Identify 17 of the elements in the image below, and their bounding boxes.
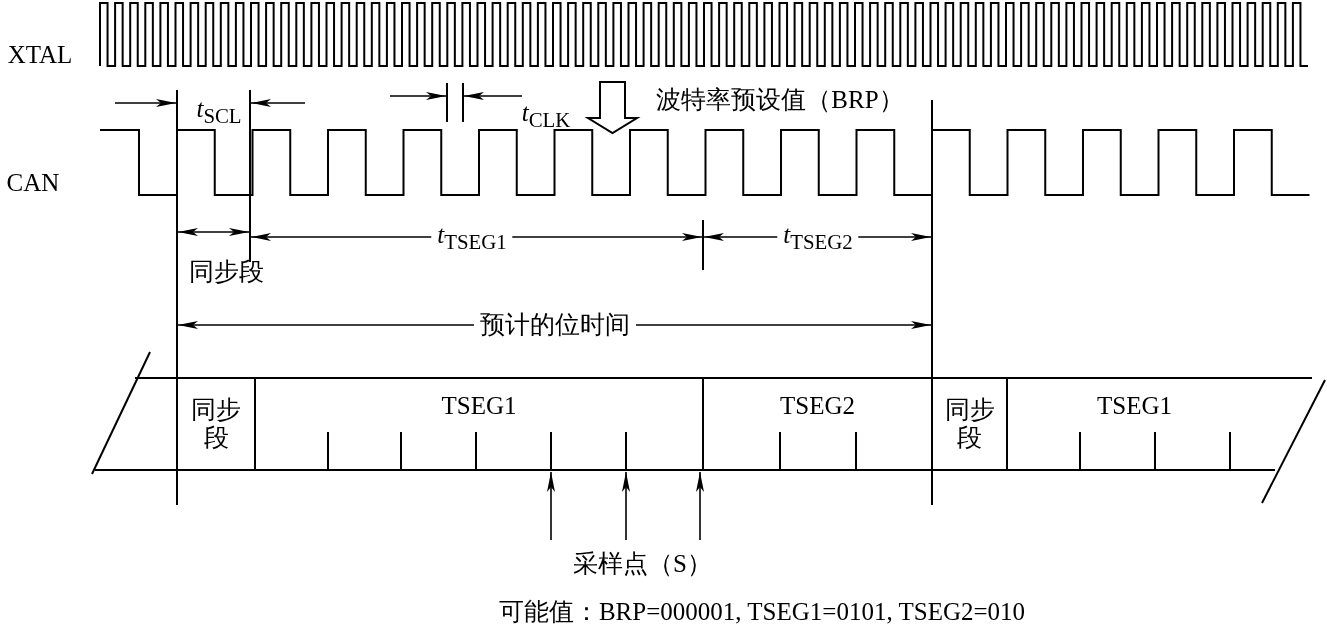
time-label: 预计的位时间: [474, 311, 636, 339]
segment-cell: 同步段: [932, 380, 1007, 468]
segment-cell: TSEG1: [255, 380, 703, 468]
arrow: [622, 471, 630, 541]
signal-name: XTAL: [7, 41, 73, 69]
segment-cell: TSEG2: [703, 380, 932, 468]
signal-name: CAN: [6, 169, 60, 197]
time-label: t$_{SCL}$: [196, 94, 242, 128]
segment-cell: 同步段: [177, 380, 255, 468]
arrow: [696, 471, 704, 541]
annotation-text: 波特率预设值（BRP）: [656, 86, 904, 114]
segment-name: 同步段: [188, 258, 264, 286]
time-label: t$_{CLK}$: [521, 98, 571, 132]
note-text: 可能值：BRP=000001, TSEG1=0101, TSEG2=010: [498, 598, 1026, 626]
arrow: [547, 471, 555, 541]
segment-cell: TSEG1: [1007, 380, 1262, 468]
sample-point-label: 采样点（S）: [540, 540, 712, 584]
